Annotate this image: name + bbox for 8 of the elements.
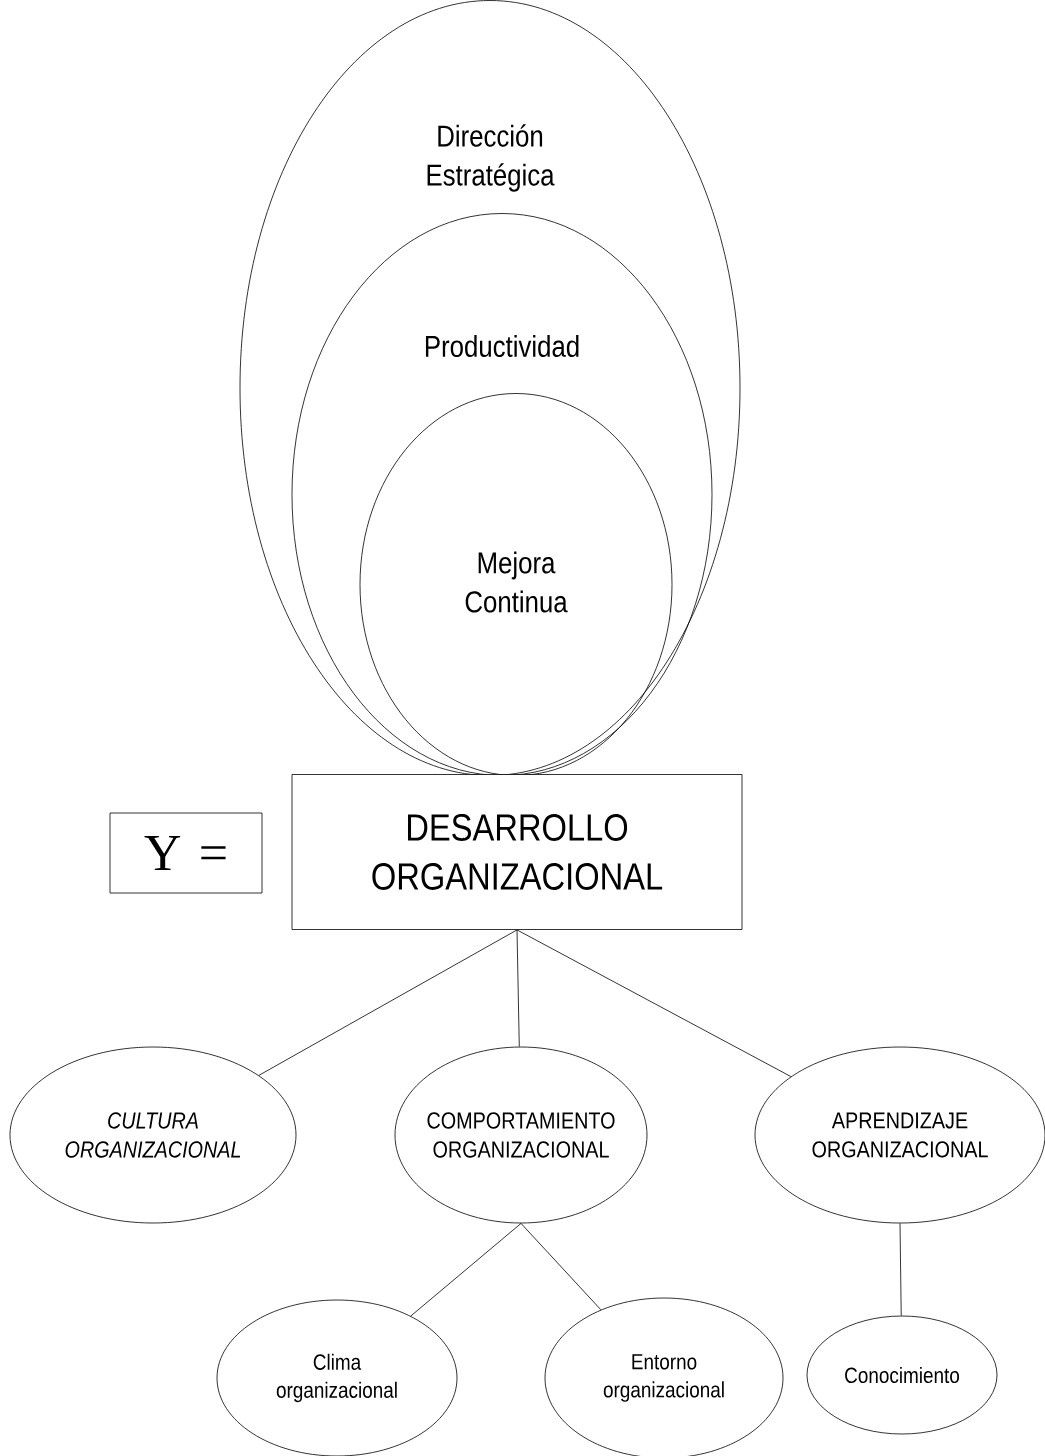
connector-line bbox=[899, 1223, 902, 1316]
connector-line bbox=[258, 929, 518, 1076]
connector-line bbox=[410, 1223, 522, 1317]
connector-line bbox=[516, 929, 520, 1047]
text-box: Y = bbox=[109, 812, 263, 894]
connector-line bbox=[516, 929, 792, 1077]
text-box: DESARROLLO ORGANIZACIONAL bbox=[291, 774, 743, 930]
connector-line bbox=[520, 1223, 602, 1311]
